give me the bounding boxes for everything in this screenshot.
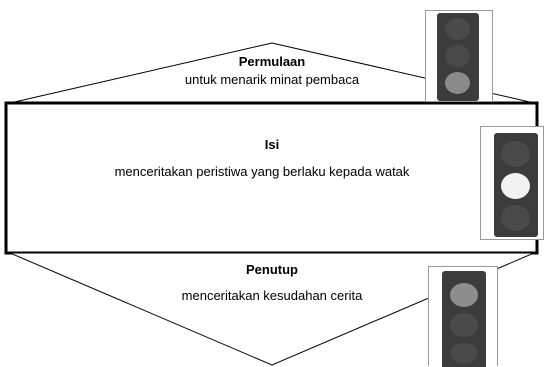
lamp-bottom-active: [445, 72, 470, 94]
closing-description: menceritakan kesudahan cerita: [181, 288, 363, 303]
lamp-middle: [445, 45, 470, 67]
traffic-light-icon-opening: [425, 10, 493, 102]
lamp-top: [501, 141, 530, 167]
closing-title: Penutup: [246, 262, 298, 277]
lamp-middle-active: [501, 173, 530, 199]
lamp-top-active: [450, 283, 478, 307]
closing-trapezoid: [9, 252, 535, 366]
opening-title: Permulaan: [238, 54, 306, 69]
lamp-bottom: [501, 205, 530, 231]
traffic-light-icon-body: [480, 126, 544, 240]
lamp-bottom: [450, 343, 478, 363]
body-rectangle: [4, 101, 539, 255]
traffic-light-housing: [442, 271, 486, 367]
body-description: menceritakan peristiwa yang berlaku kepa…: [114, 164, 410, 179]
traffic-light-icon-closing: [428, 266, 498, 367]
lamp-top: [445, 18, 470, 40]
traffic-light-housing: [437, 13, 479, 101]
body-title: Isi: [264, 137, 280, 152]
traffic-light-housing: [494, 133, 538, 237]
lamp-middle: [450, 313, 478, 337]
opening-description: untuk menarik minat pembaca: [184, 72, 360, 87]
